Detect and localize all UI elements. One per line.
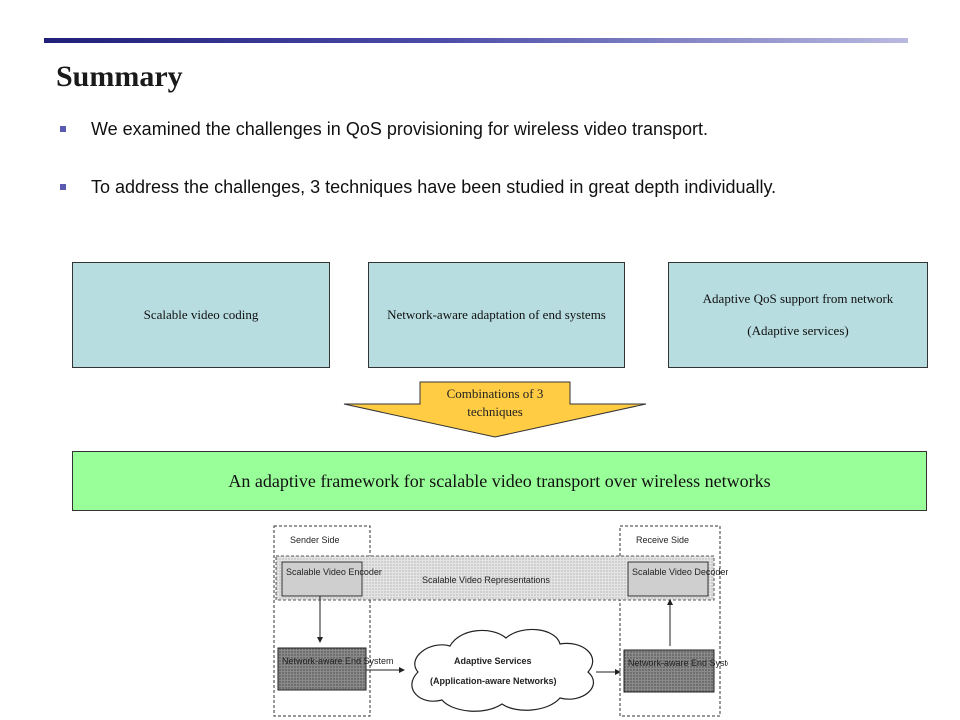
receiver-side-region (619, 525, 721, 717)
bullet-item: We examined the challenges in QoS provis… (56, 118, 916, 140)
representations-label: Scalable Video Representations (422, 575, 550, 585)
technique-box-scalable-coding: Scalable video coding (72, 262, 330, 368)
bullet-text: We examined the challenges in QoS provis… (91, 119, 708, 139)
title-rule (44, 38, 908, 43)
sender-side-region (273, 525, 371, 717)
encoder-label: Scalable Video Encoder (286, 567, 382, 577)
bullet-text: To address the challenges, 3 techniques … (91, 177, 777, 197)
square-bullet-icon (60, 184, 66, 190)
technique-label: Adaptive QoS support from network (Adapt… (702, 291, 894, 338)
framework-box: An adaptive framework for scalable video… (72, 451, 927, 511)
encoder-box (281, 561, 363, 597)
receiver-end-system-box (623, 649, 715, 693)
combination-label: Combinations of 3 techniques (446, 386, 544, 419)
receiver-end-system-label: Network-aware End System (628, 658, 728, 668)
receiver-side-label: Receive Side (636, 535, 689, 545)
decoder-label: Scalable Video Decoder (632, 567, 728, 577)
slide-title: Summary (56, 60, 183, 93)
combination-arrow-icon (343, 381, 647, 438)
architecture-diagram: Sender Side Receive Side Scalable Video … (273, 525, 728, 717)
framework-label: An adaptive framework for scalable video… (228, 470, 771, 491)
technique-label: Scalable video coding (143, 307, 259, 322)
decoder-box (627, 561, 709, 597)
bullet-list: We examined the challenges in QoS provis… (56, 118, 916, 234)
technique-box-adaptive-qos: Adaptive QoS support from network (Adapt… (668, 262, 928, 368)
sender-side-label: Sender Side (290, 535, 340, 545)
bullet-item: To address the challenges, 3 techniques … (56, 176, 916, 198)
technique-box-network-aware: Network-aware adaptation of end systems (368, 262, 625, 368)
adaptive-services-subtitle: (Application-aware Networks) (430, 676, 557, 686)
sender-end-system-box (277, 647, 367, 691)
square-bullet-icon (60, 126, 66, 132)
sender-end-system-label: Network-aware End System (282, 656, 394, 666)
adaptive-services-cloud-icon (411, 628, 595, 712)
technique-label: Network-aware adaptation of end systems (387, 307, 606, 322)
adaptive-services-title: Adaptive Services (454, 656, 532, 666)
